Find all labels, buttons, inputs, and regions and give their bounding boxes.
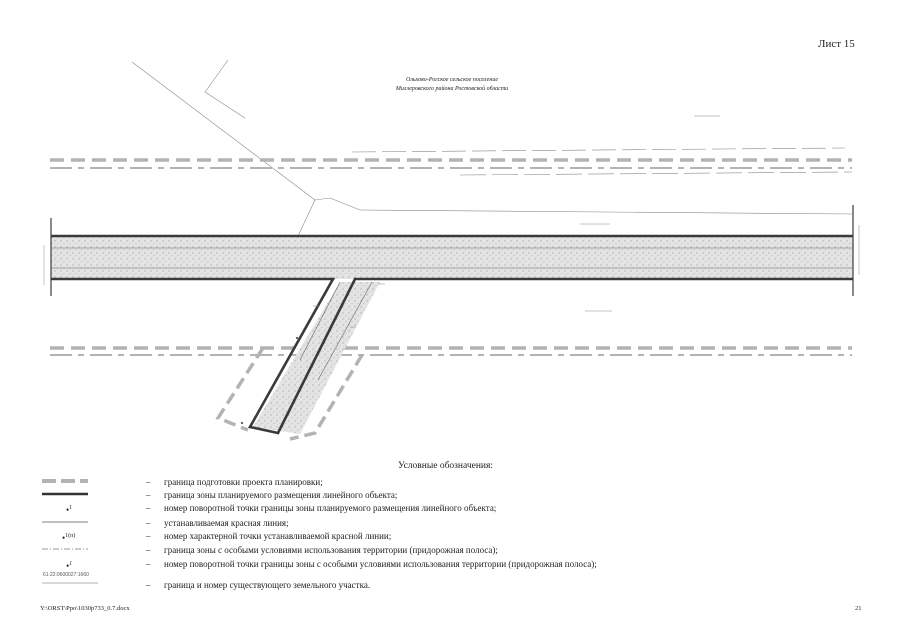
roadside-point-symbol: •1 [66,561,73,571]
legend-dash: – [146,545,151,555]
linear-object-zone [50,205,854,435]
turn-point-symbol: •1 [66,505,73,515]
page-number: 21 [855,605,862,612]
legend-text: граница подготовки проекта планировки; [164,477,323,487]
legend-row-land-plot: 61:22:0600027:1660 – граница и номер сущ… [40,572,660,590]
legend-row-roadside-zone: – граница зоны с особыми условиями испол… [40,544,660,558]
legend-text: устанавливаемая красная линия; [164,518,289,528]
settlement-line-2: Миллеровского района Ростовской области [395,86,509,92]
legend-text: граница и номер существующего земельного… [164,580,371,590]
road-edges [51,247,853,381]
roadside-zone-symbol [42,548,88,550]
legend-dash: – [146,503,151,513]
legend-dash: – [146,531,151,541]
legend-row-turn-point: •1 – номер поворотной точки границы зоны… [40,502,660,516]
legend-text: граница зоны с особыми условиями использ… [164,545,498,555]
turn-points [241,277,357,435]
legend-text: граница зоны планируемого размещения лин… [164,490,398,500]
legend-dash: – [146,477,151,487]
legend-row-red-line: – устанавливаемая красная линия; [40,517,660,531]
linear-object-zone-symbol [42,492,88,496]
legend-dash: – [146,518,151,528]
legend-dash: – [146,490,151,500]
legend-row-linear-object-zone: – граница зоны планируемого размещения л… [40,489,660,503]
legend-title: Условные обозначения: [398,461,494,471]
legend-row-roadside-point: •1 – номер поворотной точки границы зоны… [40,558,660,572]
legend-text: номер поворотной точки границы зоны с ос… [164,559,597,569]
legend-dash: – [146,559,151,569]
existing-lines [131,59,853,237]
legend-text: номер характерной точки устанавливаемой … [164,531,392,541]
legend-row-red-line-point: •1(п) – номер характерной точки устанавл… [40,530,660,544]
planning-boundary-symbol [42,479,88,483]
planning-boundary [50,158,852,356]
land-plot-symbol [42,582,98,584]
land-plot-number: 61:22:0600027:1660 [43,572,89,578]
main-road-fill [51,236,853,279]
legend-row-planning-boundary: – граница подготовки проекта планировки; [40,476,660,490]
legend-dash: – [146,580,151,590]
tiny-annotations [43,115,860,328]
file-path: Y:\ORST\Рро\1030р733_0.7.docx [40,605,130,612]
settlement-label: Ольховo-Рогское сельское поселение Милле… [372,76,532,94]
roadside-zone [215,347,364,441]
red-line-symbol [42,521,88,523]
sheet-label: Лист 15 [818,38,855,50]
settlement-line-1: Ольховo-Рогское сельское поселение [405,77,498,83]
legend-text: номер поворотной точки границы зоны план… [164,503,497,513]
red-line-point-symbol: •1(п) [62,533,76,543]
